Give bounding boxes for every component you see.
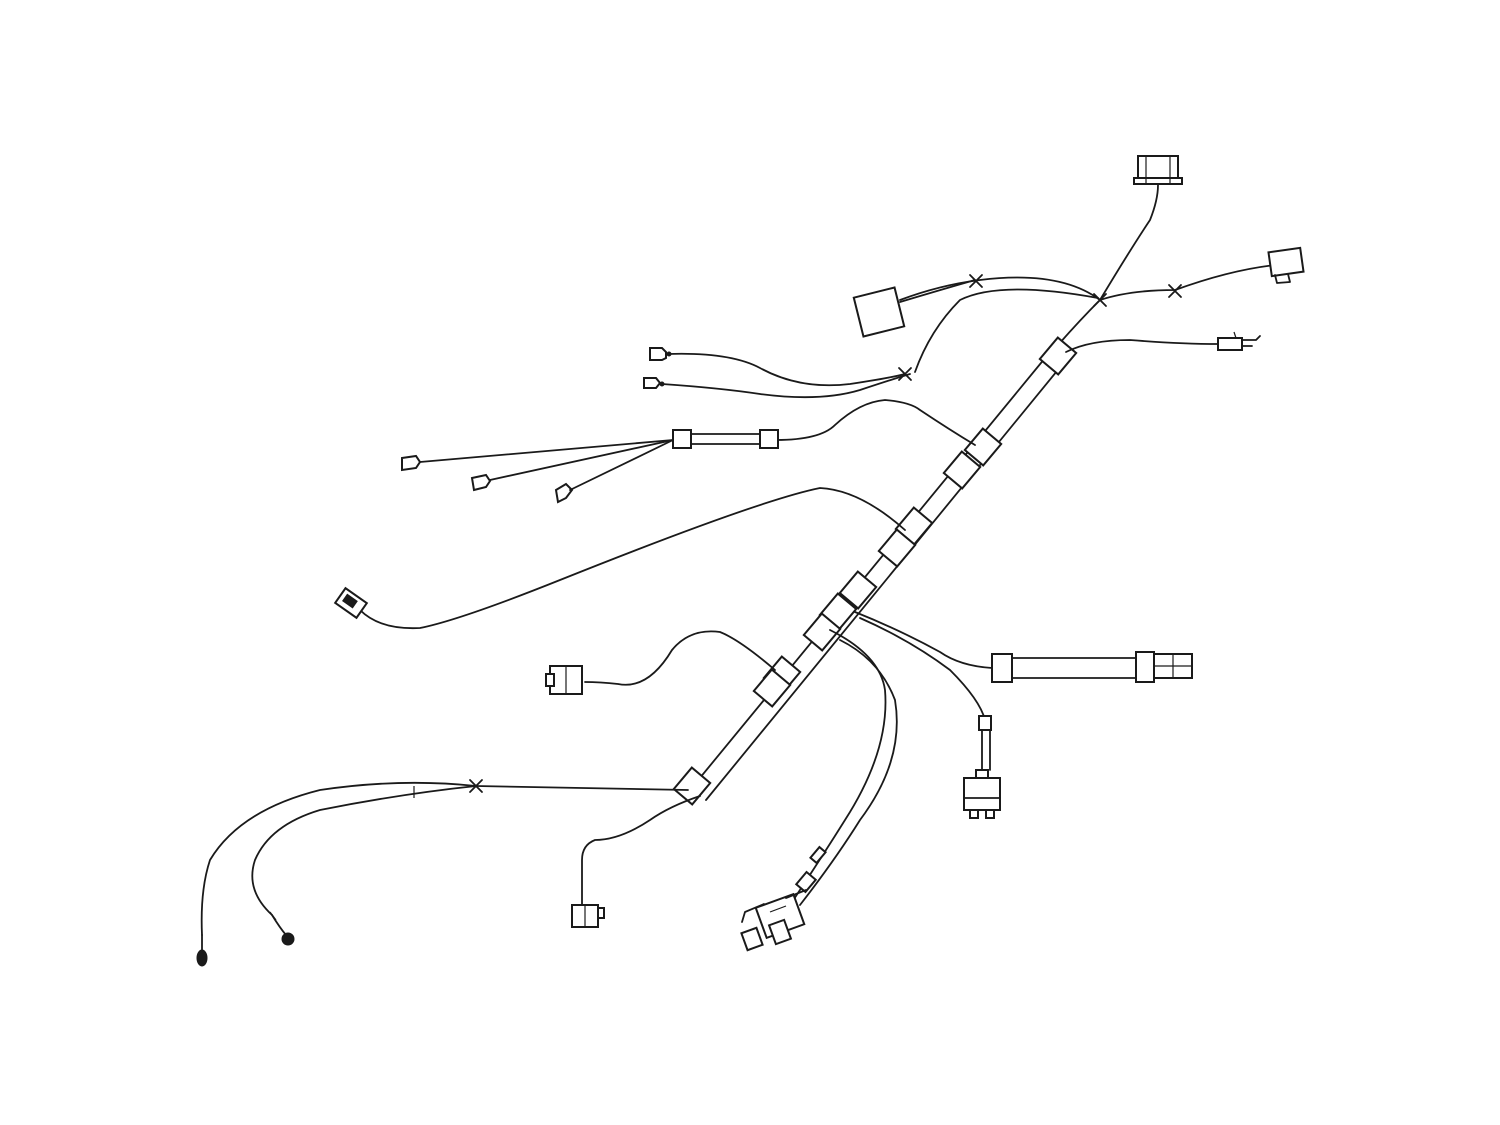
trunk-clamp: [672, 766, 712, 806]
trunk-clamp: [802, 612, 842, 652]
trunk-clamp: [963, 427, 1003, 467]
left-plug-branch: [333, 487, 906, 630]
splice-mark: [469, 779, 483, 793]
module-box: [852, 279, 976, 338]
trunk-clamps: [672, 336, 1078, 806]
left-square-connector: [545, 630, 776, 695]
right-sensor-connector: [1065, 331, 1261, 353]
sheathed-branch: [401, 399, 976, 504]
lower-left-branches: [196, 779, 689, 967]
trunk-clamp: [752, 668, 792, 708]
upper-right-connector: [1267, 246, 1305, 284]
bottom-left-connector: [571, 795, 701, 928]
splice-mark: [898, 367, 912, 381]
splice-mark: [969, 274, 983, 288]
bottom-center-connector: [740, 629, 898, 952]
trunk-clamp: [1038, 336, 1078, 376]
top-junction: [899, 184, 1276, 373]
right-relay-connector: [859, 617, 1001, 819]
trunk-clamp: [838, 570, 878, 610]
splice-mark: [1168, 284, 1182, 298]
splice-mark: [1093, 293, 1107, 307]
right-sheathed-branch: [854, 611, 1193, 683]
trunk-clamp: [877, 528, 917, 568]
ring-terminal-pair: [643, 347, 911, 399]
trunk-clamp: [942, 450, 982, 490]
top-connector: [1133, 155, 1183, 185]
